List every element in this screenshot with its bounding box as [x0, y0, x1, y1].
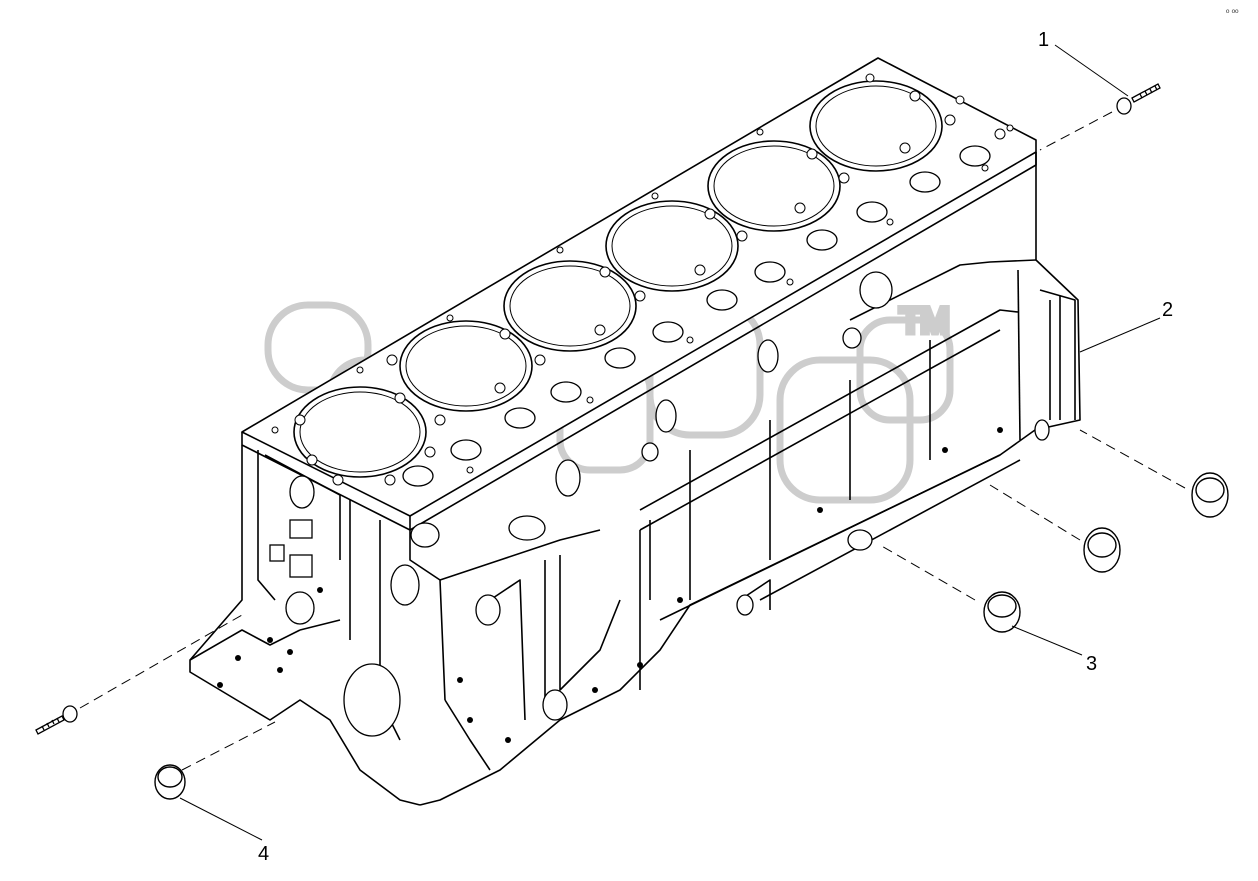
callout-1: 1	[1038, 29, 1049, 51]
plug-screw-bottom	[35, 705, 78, 735]
bore-2	[399, 320, 533, 412]
corner-mark: º ºº	[1226, 8, 1239, 18]
assembly-dash-lines	[79, 111, 1186, 771]
cup-plug-a	[1191, 472, 1229, 518]
deck-ports	[402, 145, 991, 487]
bore-1	[293, 386, 427, 478]
callout-2: 2	[1162, 299, 1173, 321]
bore-3	[503, 260, 637, 352]
plug-screw-top	[1116, 83, 1161, 115]
cylinder-bores	[293, 80, 943, 478]
cup-plug-b	[1083, 527, 1121, 573]
bore-6	[809, 80, 943, 172]
cup-plugs	[154, 472, 1229, 800]
bore-4	[605, 200, 739, 292]
leader-lines	[179, 44, 1161, 841]
watermark-tm: TM	[900, 302, 949, 340]
cup-plug-d	[154, 764, 186, 800]
callout-3: 3	[1086, 653, 1097, 675]
cup-plug-c	[983, 591, 1021, 633]
deck-bolt-holes	[271, 73, 1014, 486]
callout-4: 4	[258, 843, 269, 865]
block-side-features	[269, 271, 1050, 737]
bore-5	[707, 140, 841, 232]
